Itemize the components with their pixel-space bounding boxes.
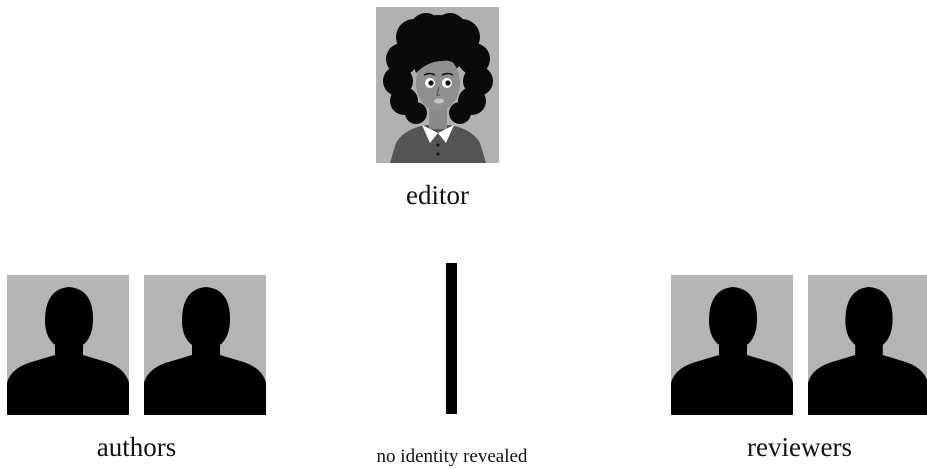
editor-label: editor — [406, 180, 469, 210]
reviewers-label: reviewers — [747, 432, 852, 462]
identity-barrier — [446, 263, 457, 414]
editor-portrait-icon — [376, 7, 499, 163]
barrier-label: no identity revealed — [376, 446, 528, 467]
reviewer-silhouette-icon — [808, 275, 927, 415]
reviewer-silhouette-icon — [671, 275, 793, 415]
author-silhouette-icon — [144, 275, 266, 415]
authors-label: authors — [96, 432, 177, 462]
author-silhouette-icon — [7, 275, 129, 415]
